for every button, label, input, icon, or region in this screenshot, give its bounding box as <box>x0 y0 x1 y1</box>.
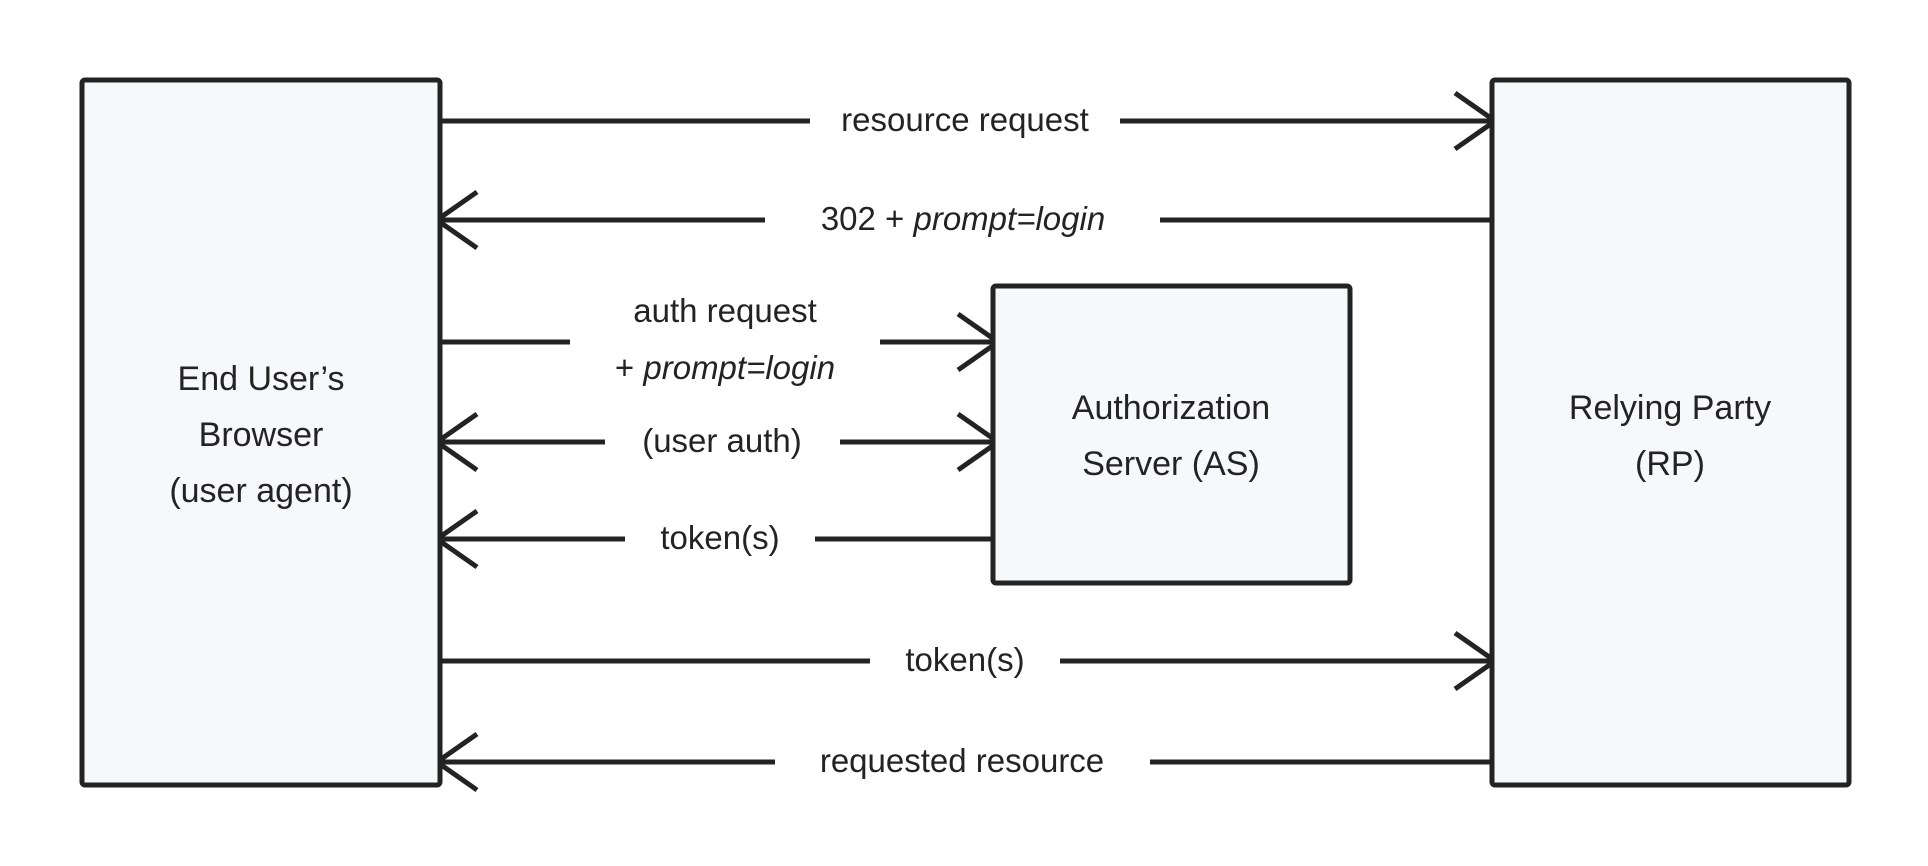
edge-label-plain: token(s) <box>905 641 1024 678</box>
node-authorization-server[interactable]: Authorization Server (AS) <box>990 283 1353 586</box>
node-box-relying-party[interactable] <box>1489 77 1852 788</box>
label-backing <box>605 419 840 465</box>
label-backing <box>765 197 1160 243</box>
node-label-as-line1: Authorization <box>1072 389 1270 427</box>
edge-label-tokens-from-as: token(s) <box>660 519 779 556</box>
edge-label-plain: 302 + <box>821 200 914 237</box>
edge-label-auth-request-line1: auth request <box>633 292 816 329</box>
edge-label-plain: + <box>615 349 643 386</box>
label-backing <box>775 739 1150 785</box>
edge-label-italic: prompt=login <box>912 200 1105 237</box>
label-backing <box>625 516 815 562</box>
node-label-browser-line3: (user agent) <box>169 472 352 510</box>
node-label-browser-line1: End User’s <box>178 360 345 398</box>
node-label-browser-line2: Browser <box>199 416 324 454</box>
edge-label-plain: (user auth) <box>642 422 802 459</box>
edge-label-redirect-prompt-login: 302 + prompt=login <box>821 200 1105 237</box>
node-label-as-line2: Server (AS) <box>1082 445 1260 483</box>
edge-label-tokens-to-rp: token(s) <box>905 641 1024 678</box>
label-backing <box>810 98 1120 144</box>
edge-label-auth-request-line2: + prompt=login <box>615 349 835 386</box>
label-backing <box>870 638 1060 684</box>
edge-label-plain: requested resource <box>820 742 1104 779</box>
node-relying-party[interactable]: Relying Party (RP) <box>1489 77 1852 788</box>
edge-tokens-to-rp: token(s) <box>440 630 1500 692</box>
edge-requested-resource: requested resource <box>432 731 1492 793</box>
edge-label-plain: resource request <box>841 101 1089 138</box>
edge-label-plain: auth request <box>633 292 816 329</box>
edge-label-resource-request: resource request <box>841 101 1089 138</box>
edge-redirect-prompt-login: 302 + prompt=login <box>432 189 1492 251</box>
edge-auth-request: auth request + prompt=login <box>440 286 1003 402</box>
node-end-user-browser[interactable]: End User’s Browser (user agent) <box>79 77 443 788</box>
node-label-rp-line1: Relying Party <box>1569 389 1771 427</box>
node-label-rp-line2: (RP) <box>1635 445 1705 483</box>
edge-resource-request: resource request <box>440 90 1500 152</box>
edge-label-user-auth: (user auth) <box>642 422 802 459</box>
edge-tokens-from-as: token(s) <box>432 508 993 570</box>
label-backing <box>570 286 880 402</box>
edge-user-auth: (user auth) <box>432 411 1003 473</box>
node-box-end-user-browser[interactable] <box>79 77 443 788</box>
edge-label-italic: prompt=login <box>642 349 835 386</box>
edge-label-plain: token(s) <box>660 519 779 556</box>
edge-label-requested-resource: requested resource <box>820 742 1104 779</box>
node-box-authorization-server[interactable] <box>990 283 1353 586</box>
